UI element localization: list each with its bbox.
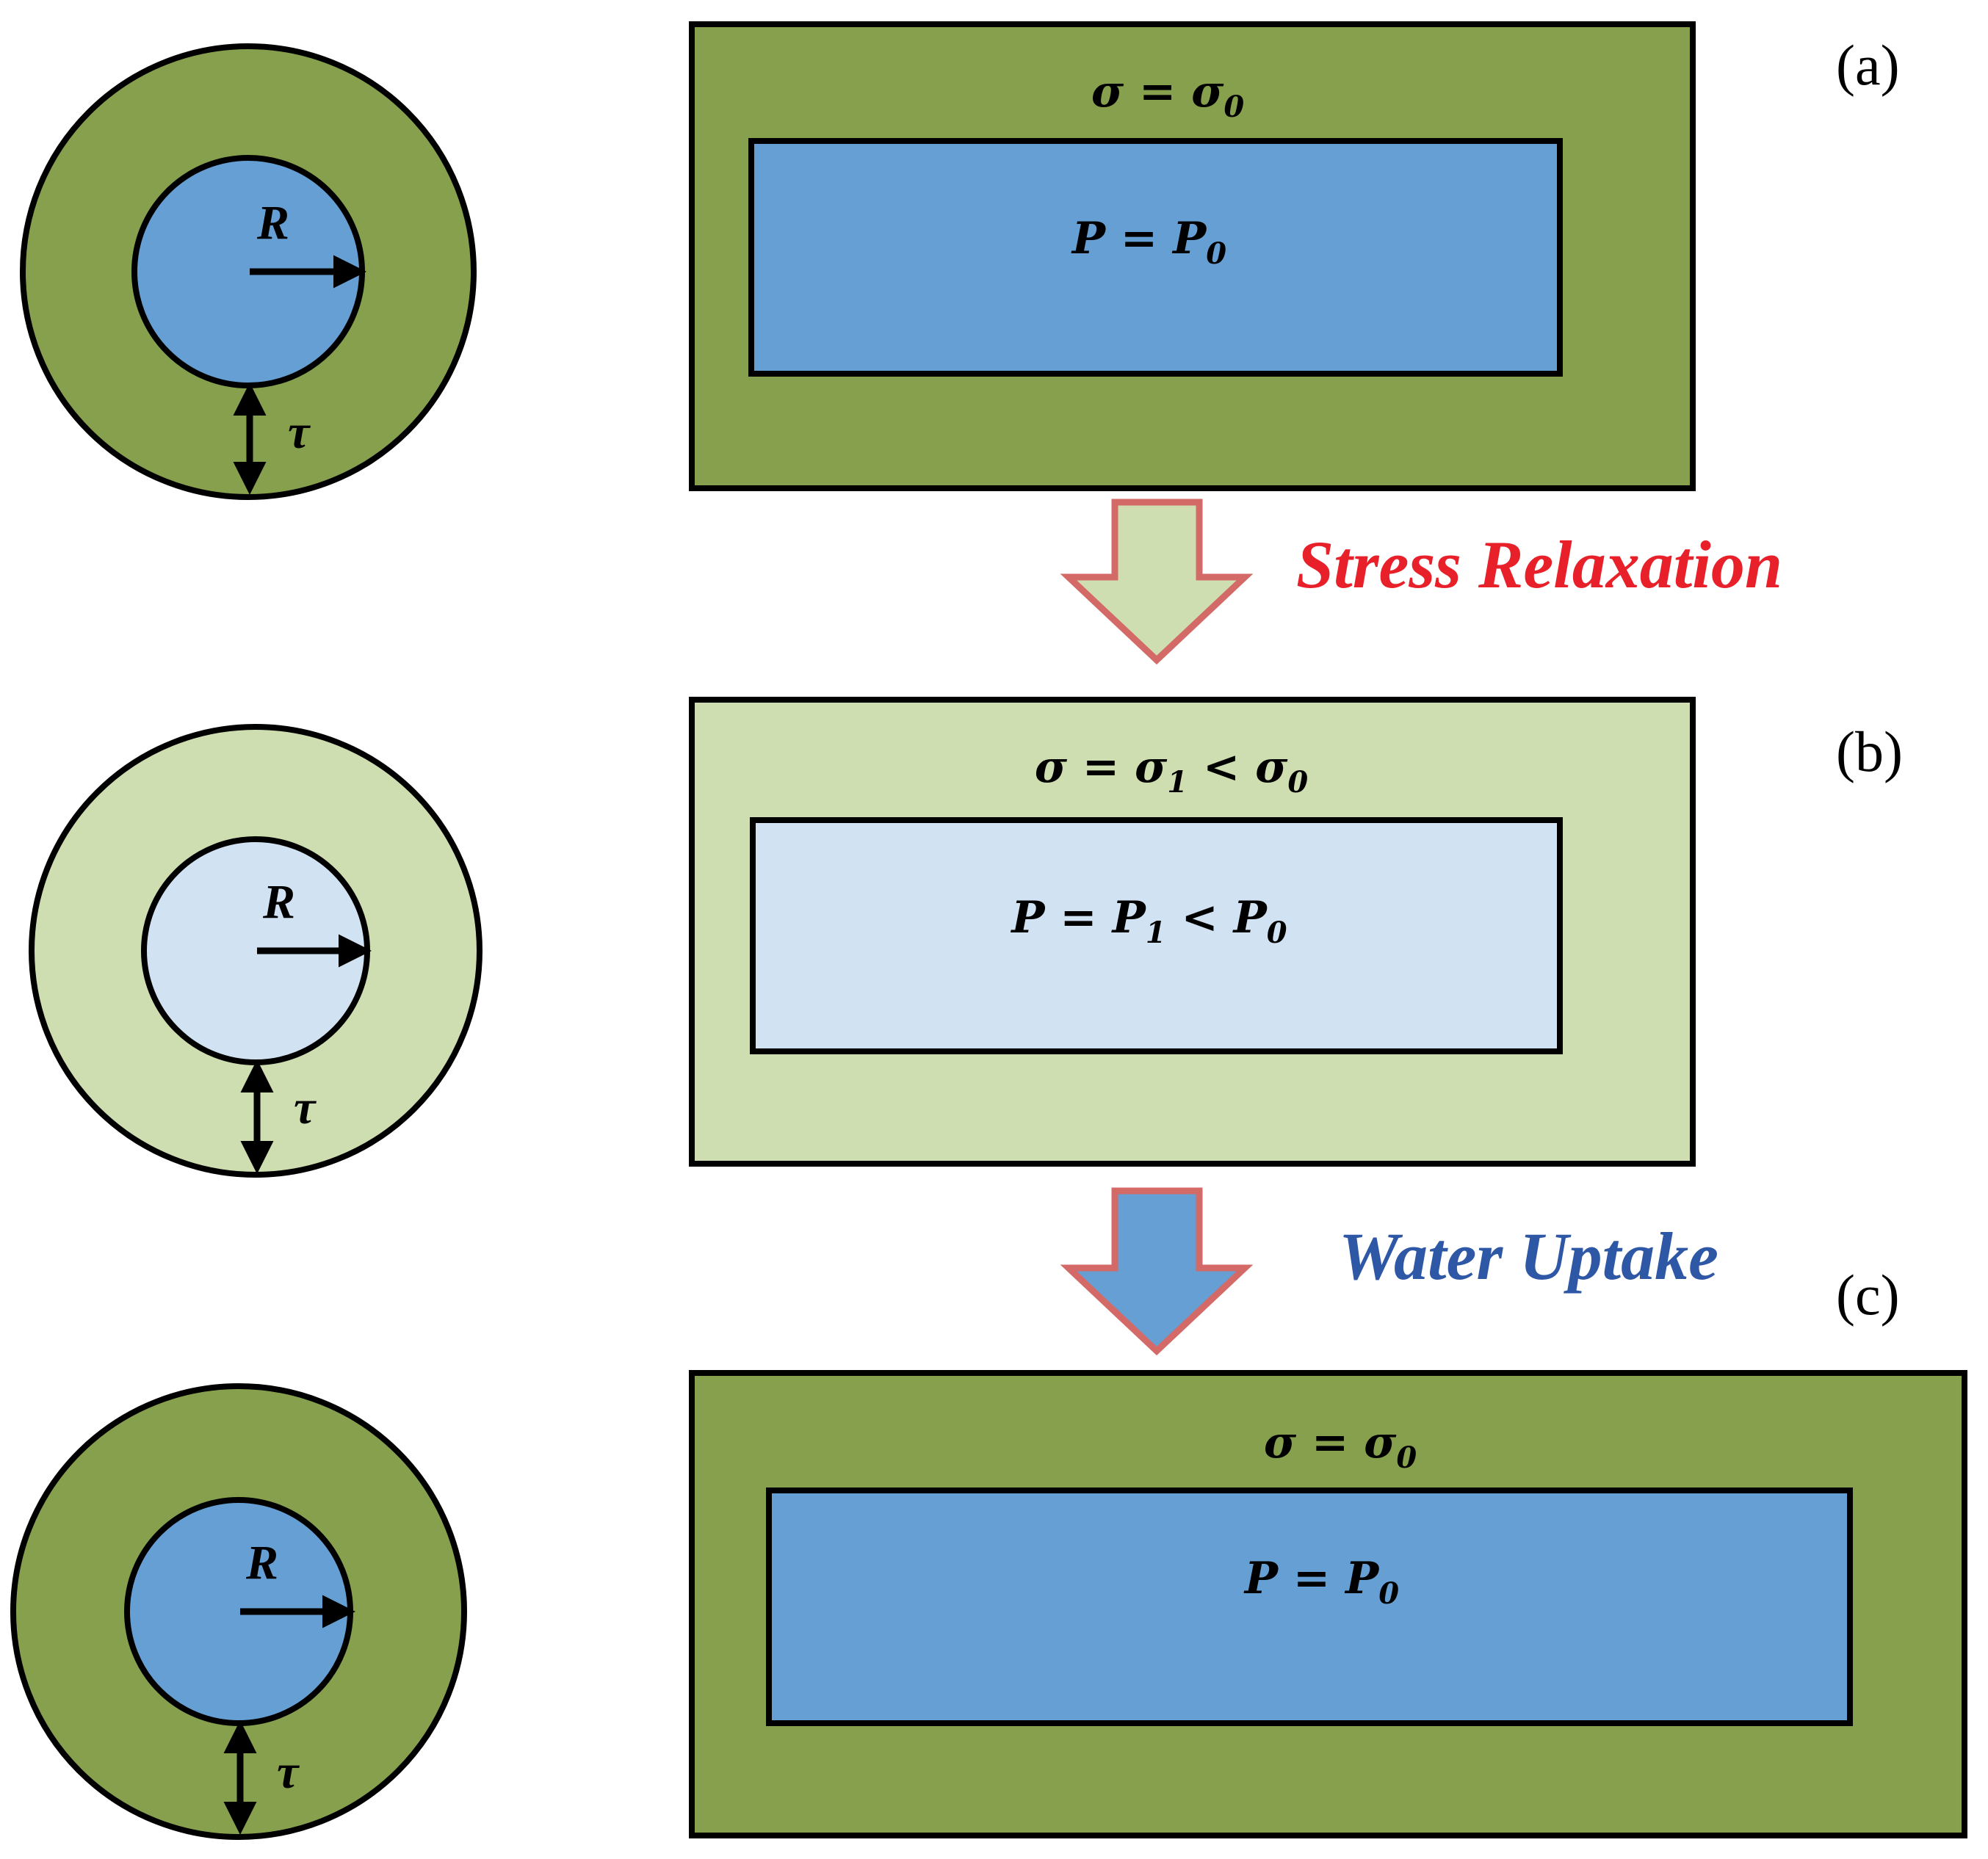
core-rect-b [750, 817, 1563, 1054]
shell-formula-b: σ = σ1 < σ0 [1035, 742, 1309, 800]
thickness-symbol-a: τ [288, 405, 311, 459]
thickness-symbol-c: τ [277, 1745, 300, 1799]
panel-b: R τ σ = σ1 < σ0 P = P1 < P0 (b) [29, 697, 1903, 1178]
thickness-symbol-b: τ [294, 1081, 317, 1134]
transition-arrow-2: Water Uptake (c) [1060, 1187, 1900, 1356]
down-arrow-1 [1060, 499, 1254, 665]
panel-label-c: (c) [1836, 1263, 1900, 1327]
panel-label-a: (a) [1836, 33, 1900, 97]
down-arrow-2 [1060, 1187, 1254, 1356]
panel-label-b: (b) [1836, 720, 1903, 783]
shell-formula-c: σ = σ0 [1264, 1417, 1417, 1475]
radius-symbol-b: R [262, 875, 295, 929]
core-formula-a: P = P0 [1071, 213, 1226, 271]
panel-c: R τ σ = σ0 P = P0 [10, 1370, 1967, 1840]
radius-symbol-a: R [256, 196, 289, 250]
transition-label-2: Water Uptake [1339, 1219, 1718, 1294]
panel-a: R τ σ = σ0 P = P0 (a) [20, 21, 1900, 500]
core-rect-a [748, 138, 1563, 377]
core-rect-c [766, 1487, 1853, 1726]
transition-arrow-1: Stress Relaxation [1060, 499, 1782, 665]
radius-symbol-c: R [245, 1536, 278, 1590]
shell-formula-a: σ = σ0 [1091, 66, 1245, 124]
core-formula-c: P = P0 [1243, 1553, 1399, 1611]
transition-label-1: Stress Relaxation [1296, 527, 1782, 602]
core-formula-b: P = P1 < P0 [1010, 892, 1287, 950]
